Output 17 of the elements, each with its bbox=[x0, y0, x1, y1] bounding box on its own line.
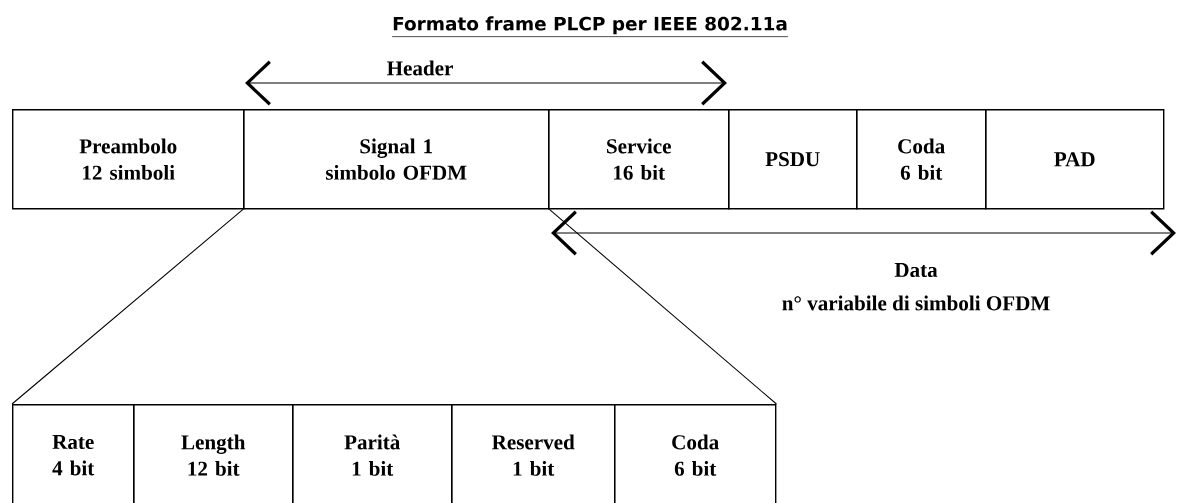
expansion-line bbox=[11, 208, 244, 405]
field-box: Preambolo 12 simboli bbox=[12, 109, 245, 210]
dimension-label: Data bbox=[894, 263, 938, 277]
expansion-line bbox=[548, 208, 777, 405]
field-box: PSDU bbox=[728, 109, 858, 210]
field-box: PAD bbox=[985, 109, 1165, 210]
field-box: Parità 1 bit bbox=[292, 404, 453, 503]
field-box: Coda 6 bit bbox=[614, 404, 777, 503]
field-box: Length 12 bit bbox=[133, 404, 294, 503]
title: Formato frame PLCP per IEEE 802.11a bbox=[391, 16, 789, 37]
field-box: Signal 1 simbolo OFDM bbox=[243, 109, 550, 210]
dimension-label: n° variabile di simboli OFDM bbox=[782, 295, 1050, 311]
field-box: Reserved 1 bit bbox=[451, 404, 616, 503]
field-box: Rate 4 bit bbox=[12, 404, 135, 503]
dimension-label: Header bbox=[387, 60, 453, 76]
field-box: Coda 6 bit bbox=[856, 109, 987, 210]
field-box: Service 16 bit bbox=[548, 109, 730, 210]
